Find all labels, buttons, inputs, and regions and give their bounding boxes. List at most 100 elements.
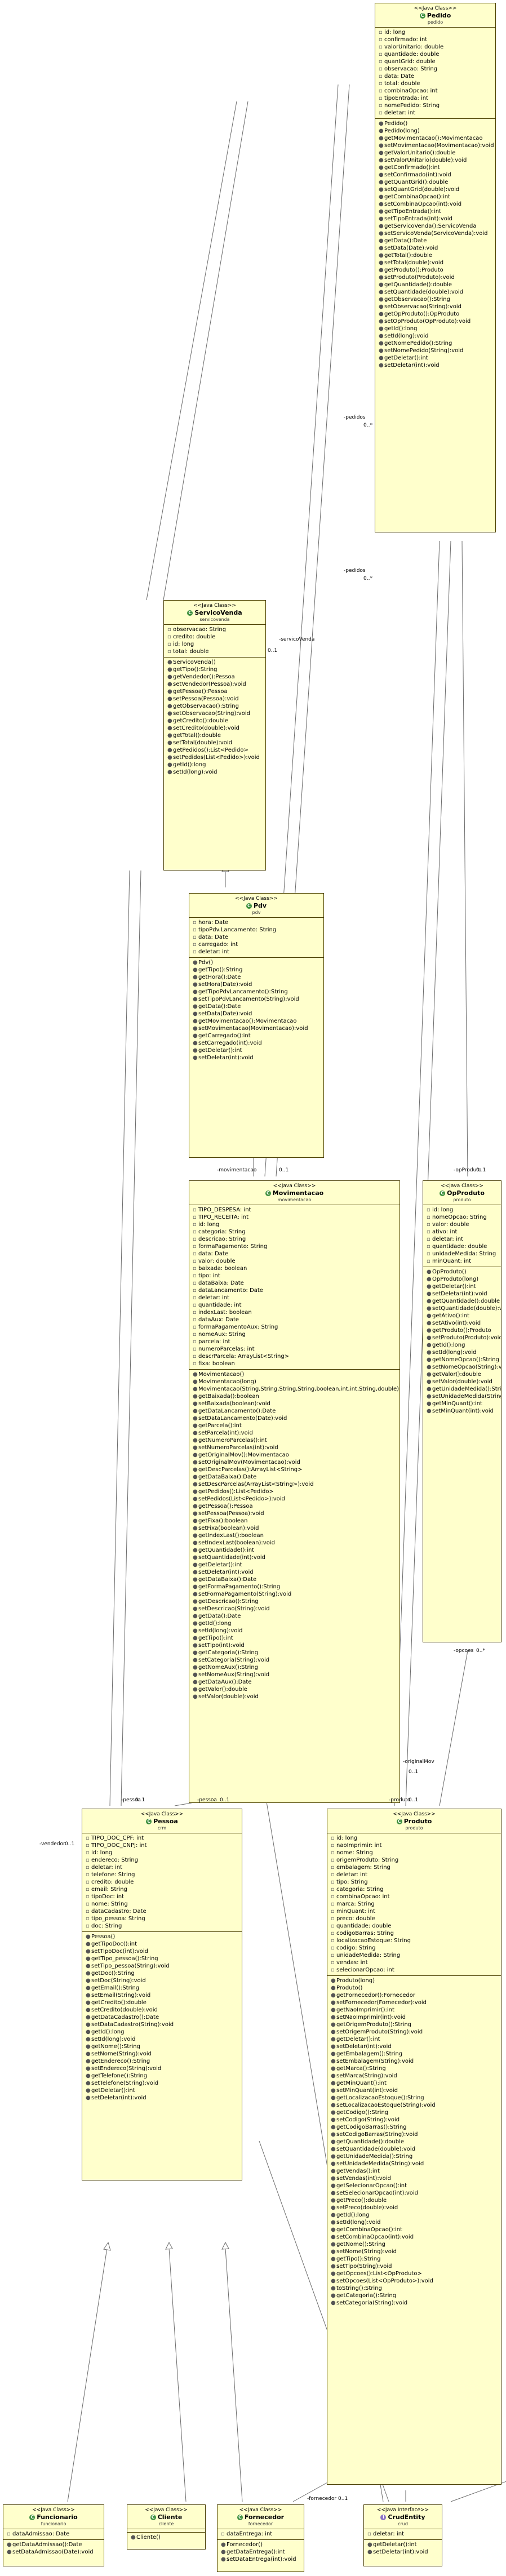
- visibility-icon: ▫: [331, 1901, 335, 1907]
- visibility-icon: ●: [331, 2285, 336, 2291]
- attribute-row: ▫quantidade: int: [189, 1302, 400, 1309]
- stereotype: <<Java Class>>: [235, 896, 278, 901]
- attribute-text: tipo: String: [336, 1879, 368, 1885]
- method-list: ●getDataAdmissao():Date●setDataAdmissao(…: [3, 2540, 104, 2557]
- attribute-text: total: double: [384, 81, 420, 87]
- visibility-icon: ●: [379, 289, 384, 295]
- visibility-icon: ●: [379, 355, 384, 361]
- visibility-icon: ●: [379, 194, 384, 200]
- method-signature: getFixa():boolean: [198, 1518, 248, 1524]
- attribute-text: id: long: [173, 641, 194, 647]
- visibility-icon: ●: [367, 2542, 372, 2548]
- method-signature: setBaixada(boolean):void: [198, 1401, 270, 1407]
- visibility-icon: ●: [167, 696, 172, 702]
- attribute-row: ▫naoImprimir: int: [327, 1842, 501, 1849]
- attribute-row: ▫formaPagamentoAux: String: [189, 1323, 400, 1331]
- method-row: ●getTipo():String: [164, 666, 265, 673]
- visibility-icon: ●: [86, 2058, 91, 2064]
- visibility-icon: ▫: [427, 1207, 430, 1213]
- method-row: ●setOpProduto(OpProduto):void: [375, 318, 495, 325]
- visibility-icon: ▫: [193, 1273, 197, 1279]
- attribute-text: total: double: [173, 649, 209, 655]
- attribute-row: ▫origemProduto: String: [327, 1857, 501, 1864]
- visibility-icon: ●: [331, 2197, 336, 2204]
- attribute-text: unidadeMedida: String: [432, 1251, 496, 1257]
- method-signature: setCredito(double):void: [173, 725, 239, 731]
- attribute-text: dataLancamento: Date: [198, 1287, 263, 1294]
- method-signature: setOriginalMov(Movimentacao):void: [198, 1459, 300, 1465]
- attribute-row: ▫parcela: int: [189, 1338, 400, 1345]
- visibility-icon: ●: [193, 1598, 198, 1605]
- visibility-icon: ●: [379, 230, 384, 237]
- method-row: ●getData():Date: [189, 1003, 323, 1010]
- method-signature: getId():long: [198, 1620, 232, 1627]
- method-signature: setPreco(double):void: [336, 2205, 398, 2211]
- attribute-row: ▫vendas: int: [327, 1959, 501, 1966]
- attribute-row: ▫deletar: int: [364, 2530, 442, 2538]
- method-signature: getOrigemProduto():String: [336, 2022, 412, 2028]
- package-name: pedido: [427, 20, 443, 25]
- method-row: ●getTipoEntrada():int: [375, 208, 495, 215]
- method-row: ●setNumeroParcelas(int):void: [189, 1444, 400, 1451]
- method-row: ●getConfirmado():int: [375, 164, 495, 171]
- method-row: ●getNome():String: [327, 2241, 501, 2248]
- method-row: ●getPedidos():List<Pedido>: [189, 1488, 400, 1495]
- method-signature: getDescricao():String: [198, 1598, 259, 1605]
- method-row: ●setCombinaOpcao(int):void: [375, 201, 495, 208]
- visibility-icon: ●: [221, 2549, 226, 2555]
- method-row: ●setTipoDoc(int):void: [82, 1948, 242, 1955]
- attribute-list: [127, 2529, 205, 2533]
- attribute-list: ▫TIPO_DESPESA: int▫TIPO_RECEITA: int▫id:…: [189, 1205, 400, 1370]
- method-signature: setTotal(double):void: [173, 740, 233, 746]
- edge-label: -opProduto: [454, 1167, 482, 1173]
- package-name: crm: [157, 1826, 167, 1831]
- visibility-icon: ●: [193, 974, 198, 980]
- visibility-icon: ●: [86, 1948, 91, 1955]
- attribute-row: ▫tipo: int: [189, 1272, 400, 1280]
- method-signature: getDeletar():int: [91, 2088, 135, 2094]
- package-name: crud: [398, 2521, 408, 2526]
- method-signature: Pessoa(): [91, 1934, 116, 1940]
- visibility-icon: ▫: [7, 2531, 11, 2537]
- attribute-text: deletar: int: [91, 1864, 122, 1871]
- visibility-icon: ●: [86, 2044, 91, 2050]
- edge-label: 0..1: [135, 1797, 145, 1803]
- edge-label: -pessoa: [197, 1797, 217, 1803]
- method-row: ●getTipoDoc():int: [82, 1940, 242, 1948]
- visibility-icon: ▫: [86, 1894, 90, 1900]
- attribute-text: nomeAux: String: [198, 1331, 246, 1338]
- visibility-icon: ▫: [331, 1938, 335, 1944]
- method-row: ●getDescricao():String: [189, 1598, 400, 1605]
- method-row: ●getMinQuant():int: [423, 1400, 501, 1407]
- method-signature: getTipoDoc():int: [91, 1941, 137, 1947]
- attribute-text: email: String: [91, 1886, 127, 1893]
- attribute-text: selecionarOpcao: int: [336, 1967, 394, 1973]
- visibility-icon: ●: [427, 1335, 432, 1341]
- method-signature: getDeletar():int: [432, 1283, 476, 1290]
- visibility-icon: ●: [379, 348, 384, 354]
- visibility-icon: ●: [193, 1694, 198, 1700]
- visibility-icon: ●: [86, 2029, 91, 2035]
- visibility-icon: ●: [427, 1401, 432, 1407]
- visibility-icon: ●: [86, 1963, 91, 1969]
- attribute-row: ▫data: Date: [189, 934, 323, 941]
- method-row: ●setObservacao(String):void: [375, 303, 495, 310]
- method-row: ●setMinQuant(int):void: [423, 1407, 501, 1415]
- method-row: ●setValor(double):void: [423, 1378, 501, 1385]
- stereotype: <<Java Class>>: [414, 6, 457, 11]
- class-icon: C: [237, 2515, 243, 2520]
- method-signature: getData():Date: [198, 1003, 241, 1010]
- method-signature: setCodigoBarras(String):void: [336, 2131, 418, 2138]
- method-signature: getFormaPagamento():String: [198, 1584, 281, 1590]
